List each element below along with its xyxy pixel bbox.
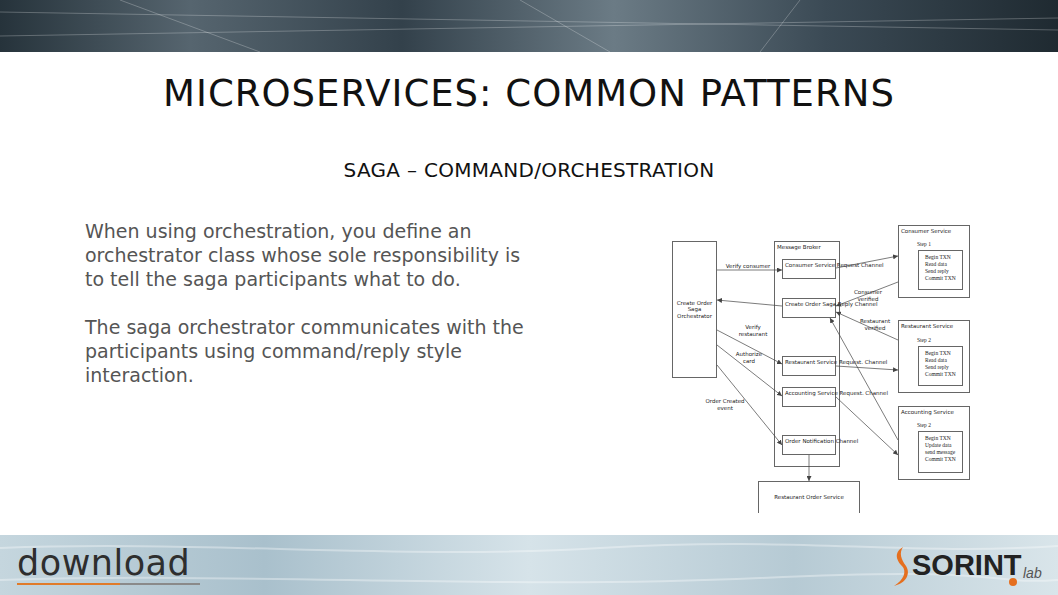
edge-label: Verify restaurant [734,324,772,337]
connector-arrow [830,318,898,440]
connector-arrow [836,282,898,306]
service-box: Restaurant ServiceStep 2Begin TXN Read d… [898,320,970,393]
node-heading: Restaurant Service Request. Channel [785,359,887,366]
node-text: Begin TXN Read data Send reply Commit TX… [925,350,957,378]
channel-box: Order Notification Channel [782,435,836,455]
node-heading: Restaurant Order Service [774,494,844,501]
texture-streak [0,0,1058,52]
node-heading: Accounting Service [901,409,954,416]
edge-label: Verify consumer [722,263,774,270]
logo-text: lab [1023,565,1042,581]
connector-arrow [836,366,898,370]
node-heading: Order Notification Channel [785,438,858,445]
node-heading: Accounting Service Request. Channel [785,390,888,397]
connector-arrow [809,455,810,481]
channel-box: Create Order Saga Reply Channel [782,298,836,318]
step-box: Step 1Begin TXN Read data Send reply Com… [918,250,963,290]
step-box: Step 2Begin TXN Read data Send reply Com… [918,346,963,386]
connector-arrow [717,345,782,396]
node-heading: Step 2 [917,337,931,344]
edge-label: Authorize card [733,351,765,364]
connector-arrow [717,365,782,445]
channel-box: Restaurant Service Request. Channel [782,356,836,376]
logo-underline [17,583,120,585]
node-heading: Consumer Service [901,228,951,235]
logo-text: SORINT [912,549,1022,582]
header-banner [0,0,1058,52]
connector-arrow [836,397,898,455]
slide-subtitle: SAGA – COMMAND/ORCHESTRATION [0,158,1058,182]
connector-arrow [836,256,898,268]
connector-arrow [717,300,782,306]
node-heading: Consumer Service Request Channel [785,262,884,269]
body-text: When using orchestration, you define an … [85,219,535,291]
step-box: Step 2Begin TXN Update data send message… [918,431,963,473]
edge-label: Order Created event [704,398,746,411]
banner-texture [0,0,1058,52]
node-text: Begin TXN Read data Send reply Commit TX… [925,254,957,282]
slide-title: MICROSERVICES: COMMON PATTERNS [0,72,1058,115]
edge-label: Restaurant verified [855,318,895,331]
channel-box: Accounting Service Request. Channel [782,387,836,407]
connector-arrow [836,312,898,340]
connector-arrow [717,270,782,271]
node-heading: Restaurant Service [901,323,953,330]
node-heading: Create Order Saga Orchestrator [674,300,715,320]
edge-label: Consumer verified [849,289,887,302]
service-box: Accounting ServiceStep 2Begin TXN Update… [898,406,970,480]
node-text: Begin TXN Update data send message Commi… [925,435,957,463]
connector-arrow [717,330,782,364]
node-heading: Message Broker [777,244,821,251]
orchestrator-box: Create Order Saga Orchestrator [672,241,717,378]
broker-box: Message BrokerConsumer Service Request C… [774,241,840,467]
sorint-flame-icon [894,547,908,586]
service-box: Consumer ServiceStep 1Begin TXN Read dat… [898,225,970,298]
logo-text: download [17,543,190,583]
logo-underline [120,583,200,585]
node-heading: Step 2 [917,422,931,429]
channel-box: Consumer Service Request Channel [782,259,836,279]
body-text: The saga orchestrator communicates with … [85,315,535,387]
node-heading: Step 1 [917,241,931,248]
node-heading: Create Order Saga Reply Channel [785,301,877,308]
service-box: Restaurant Order Service [758,481,860,513]
